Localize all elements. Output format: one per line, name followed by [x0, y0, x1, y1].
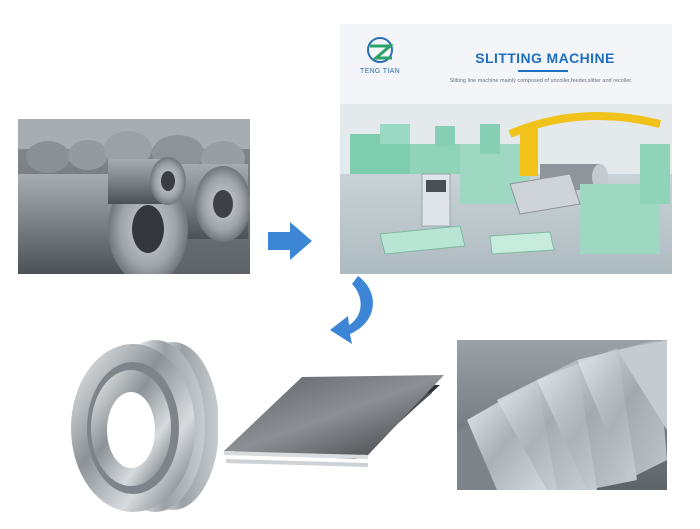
- tengtian-logo-icon: TENG TIAN: [350, 32, 410, 84]
- panel-subtitle: Slitting line machine mainly composed of…: [449, 78, 633, 84]
- slitting-machine-photo: [340, 104, 672, 274]
- brand-name: TENG TIAN: [360, 68, 400, 75]
- slitting-machine-panel: TENG TIAN SLITTING MACHINE Slitting line…: [340, 24, 672, 274]
- title-underline: [518, 70, 568, 72]
- steel-coils-photo: [18, 119, 250, 274]
- panel-title: SLITTING MACHINE: [475, 50, 615, 66]
- arrow-right-icon: [268, 222, 312, 265]
- curved-arrow-down-left-icon: [322, 270, 382, 355]
- steel-sheets-photo: [218, 355, 450, 475]
- narrow-steel-coil-photo: [55, 338, 218, 513]
- steel-strips-photo: [457, 340, 667, 490]
